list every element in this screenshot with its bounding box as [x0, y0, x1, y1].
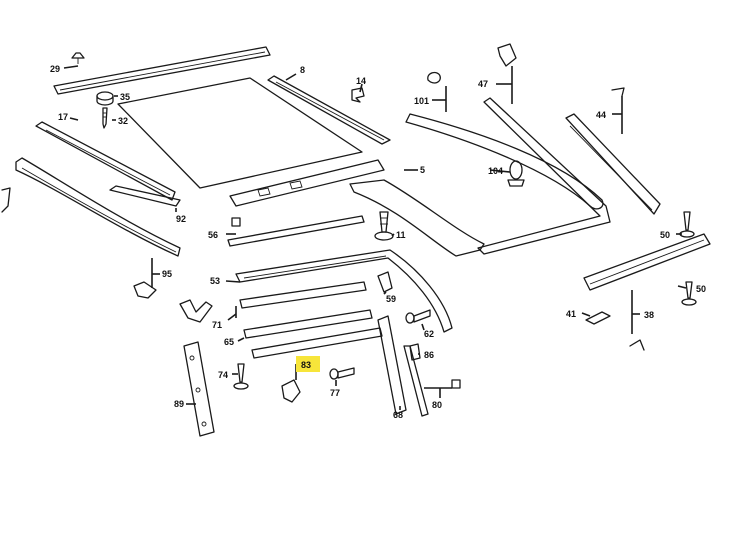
callout-44: 44: [596, 110, 606, 120]
callout-68: 68: [393, 410, 403, 420]
part-17-pillar-moulding: [35, 121, 176, 201]
part-38-sill-moulding: [583, 233, 711, 351]
callout-14: 14: [356, 76, 366, 86]
callout-89: 89: [174, 399, 184, 409]
part-68-pillar-strip: [377, 315, 407, 415]
part-65-strip: [243, 309, 373, 339]
callout-71: 71: [212, 320, 222, 330]
part-86-clip: [409, 343, 421, 361]
part-5-roof-rail: [229, 159, 385, 207]
part-80-strip: [403, 345, 461, 417]
part-29-front-moulding: [53, 46, 271, 95]
callout-8: 8: [300, 65, 305, 75]
part-47-moulding: [477, 43, 611, 255]
callout-53: 53: [210, 276, 220, 286]
callout-5: 5: [420, 165, 425, 175]
callout-86: 86: [424, 350, 434, 360]
callout-56: 56: [208, 230, 218, 240]
callout-101: 101: [414, 96, 429, 106]
callout-32: 32: [118, 116, 128, 126]
part-92-strip: [109, 185, 181, 207]
part-62-screw: [405, 309, 431, 324]
part-50-screw-b: [681, 281, 697, 306]
part-14-clip: [351, 87, 365, 103]
callout-95: 95: [162, 269, 172, 279]
callout-29: 29: [50, 64, 60, 74]
parts-line-art: [1, 43, 711, 437]
callout-80: 80: [432, 400, 442, 410]
callout-50a: 50: [660, 230, 670, 240]
part-59-clip: [377, 271, 393, 293]
callout-59: 59: [386, 294, 396, 304]
part-71-strip: [179, 281, 367, 323]
part-8-roof-channel: [267, 75, 391, 145]
windshield-glass: [117, 77, 363, 189]
part-35-clip: [96, 91, 114, 106]
callout-65: 65: [224, 337, 234, 347]
part-32-screw: [102, 107, 108, 129]
part-11-screw: [374, 211, 394, 241]
part-50-screw-a: [679, 211, 695, 238]
part-101-seal: [405, 71, 604, 210]
door-window-frame: [349, 179, 485, 257]
part-56-strip: [227, 215, 365, 247]
part-53-door-seal: [235, 249, 453, 333]
callout-41: 41: [566, 309, 576, 319]
callout-83: 83: [301, 360, 311, 370]
callout-50b: 50: [696, 284, 706, 294]
part-74-screw: [233, 363, 249, 390]
callout-77: 77: [330, 388, 340, 398]
callout-47: 47: [478, 79, 488, 89]
callout-92: 92: [176, 214, 186, 224]
part-89-pillar-trim: [183, 341, 215, 437]
part-104-plug: [507, 160, 525, 187]
callout-74: 74: [218, 370, 228, 380]
part-83-clip: [281, 379, 301, 403]
callout-104: 104: [488, 166, 503, 176]
callout-62: 62: [424, 329, 434, 339]
part-83-strip: [251, 327, 383, 359]
callout-11: 11: [396, 230, 406, 240]
part-41-clip: [585, 311, 611, 325]
callout-17: 17: [58, 112, 68, 122]
callout-38: 38: [644, 310, 654, 320]
callout-35: 35: [120, 92, 130, 102]
part-95-moulding: [1, 157, 181, 299]
part-77-screw: [329, 367, 355, 380]
highlight-83: [296, 356, 320, 372]
leader-lines: [63, 65, 687, 410]
part-44-rear-rail: [565, 87, 661, 215]
callout-labels: 29 8 14 101 47 35 32 17 44 5 104 92 56 1…: [50, 64, 706, 420]
